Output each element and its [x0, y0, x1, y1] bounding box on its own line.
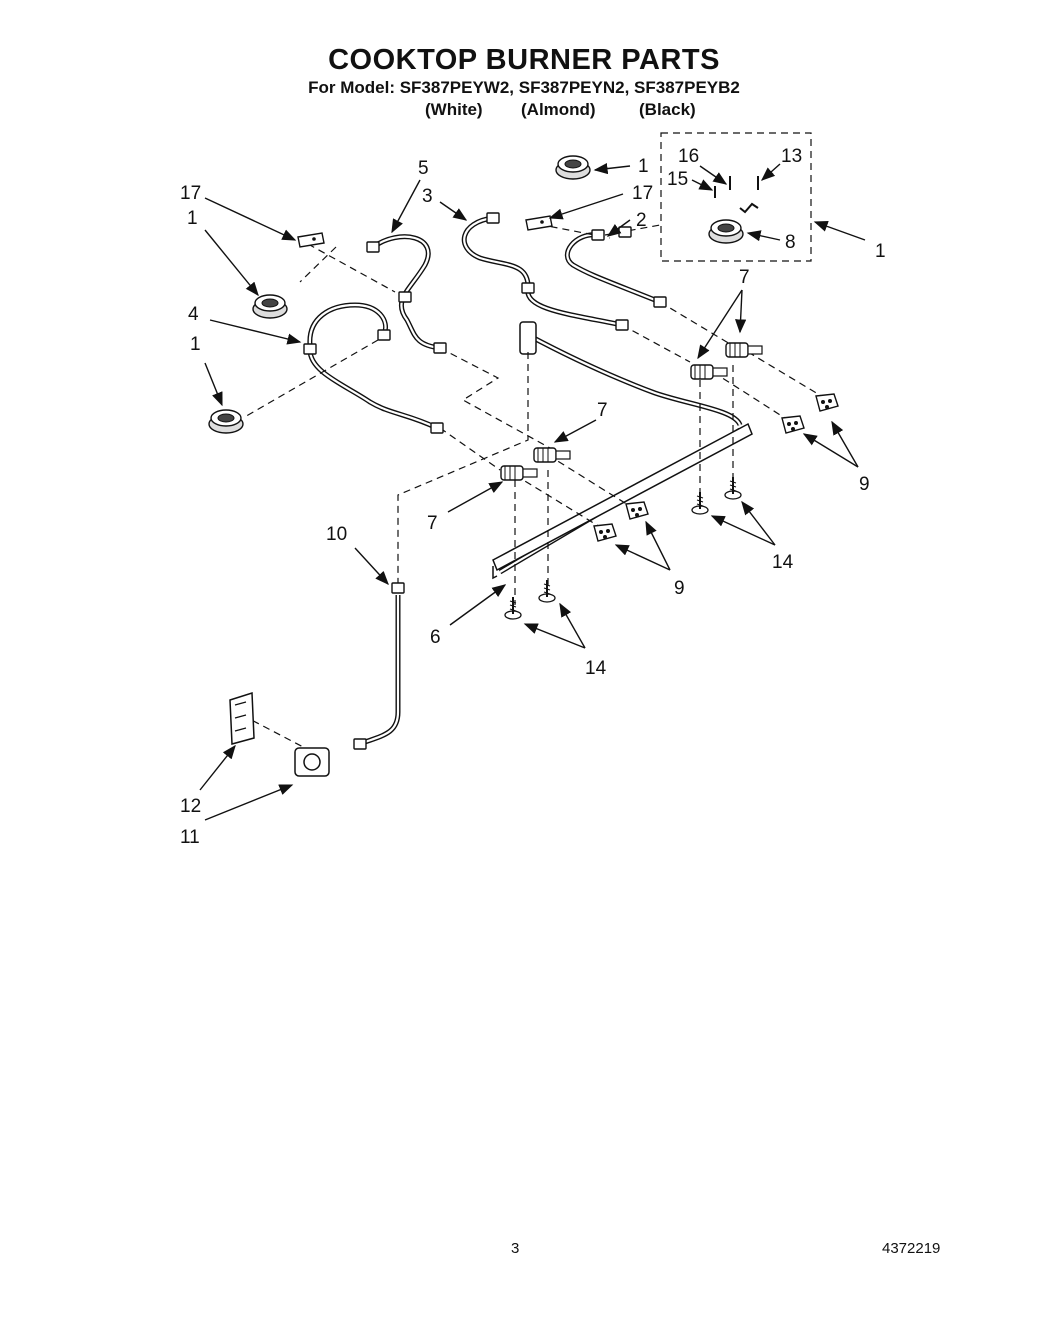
callout-15: 15 [667, 169, 688, 190]
callout-14-bottom: 14 [585, 658, 607, 679]
callout-1-right: 1 [875, 241, 886, 262]
knob-9-a [815, 393, 839, 412]
variant-black: (Black) [639, 100, 696, 119]
callout-16: 16 [678, 146, 699, 167]
document-number: 4372219 [882, 1240, 941, 1257]
valve-7-c [533, 447, 571, 463]
callout-2: 2 [636, 210, 647, 231]
callout-12: 12 [180, 796, 201, 817]
screw-14-b [691, 491, 709, 515]
callout-3: 3 [422, 186, 433, 207]
callout-4: 4 [188, 304, 199, 325]
variant-white: (White) [425, 100, 483, 119]
small-screws-13-15-16 [714, 176, 759, 214]
regulator-11-12 [229, 691, 330, 777]
burner-1-left-upper [252, 294, 288, 319]
valve-7-d [500, 465, 538, 481]
burner-1-left-lower [208, 409, 244, 434]
burner-1-top [555, 155, 591, 180]
model-line: For Model: SF387PEYW2, SF387PEYN2, SF387… [308, 78, 740, 97]
callout-17-right: 17 [632, 183, 653, 204]
leader-arrows [199, 163, 866, 821]
callout-10: 10 [326, 524, 347, 545]
callout-9-right: 9 [859, 474, 870, 495]
callout-6: 6 [430, 627, 441, 648]
callout-1-top: 1 [638, 156, 649, 177]
screw-14-c [538, 579, 556, 603]
callout-8: 8 [785, 232, 796, 253]
valve-7-a [725, 342, 763, 358]
callout-11: 11 [180, 827, 200, 848]
callout-1-left-lower: 1 [190, 334, 201, 355]
valve-7-b [690, 364, 728, 380]
bracket-17-right [525, 215, 553, 231]
knob-9-d [593, 523, 617, 542]
bracket-17-left [297, 232, 325, 248]
assembly-lines [241, 132, 829, 749]
page-number: 3 [511, 1240, 520, 1257]
knob-9-c [625, 501, 649, 520]
gas-tubing [307, 215, 743, 745]
callout-13: 13 [781, 146, 802, 167]
callout-7-mid: 7 [597, 400, 608, 421]
screw-14-a [724, 476, 742, 500]
manifold [492, 321, 753, 580]
knob-9-b [781, 415, 805, 434]
callout-1-left-upper: 1 [187, 208, 198, 229]
variant-almond: (Almond) [521, 100, 596, 119]
page-title: COOKTOP BURNER PARTS [328, 44, 720, 76]
burner-8 [708, 219, 744, 244]
callout-7-top: 7 [739, 267, 750, 288]
screw-14-d [504, 596, 522, 620]
callout-7-left: 7 [427, 513, 438, 534]
callout-5: 5 [418, 158, 429, 179]
callout-9-center: 9 [674, 578, 685, 599]
callout-17-left: 17 [180, 183, 201, 204]
callout-14-right: 14 [772, 552, 794, 573]
